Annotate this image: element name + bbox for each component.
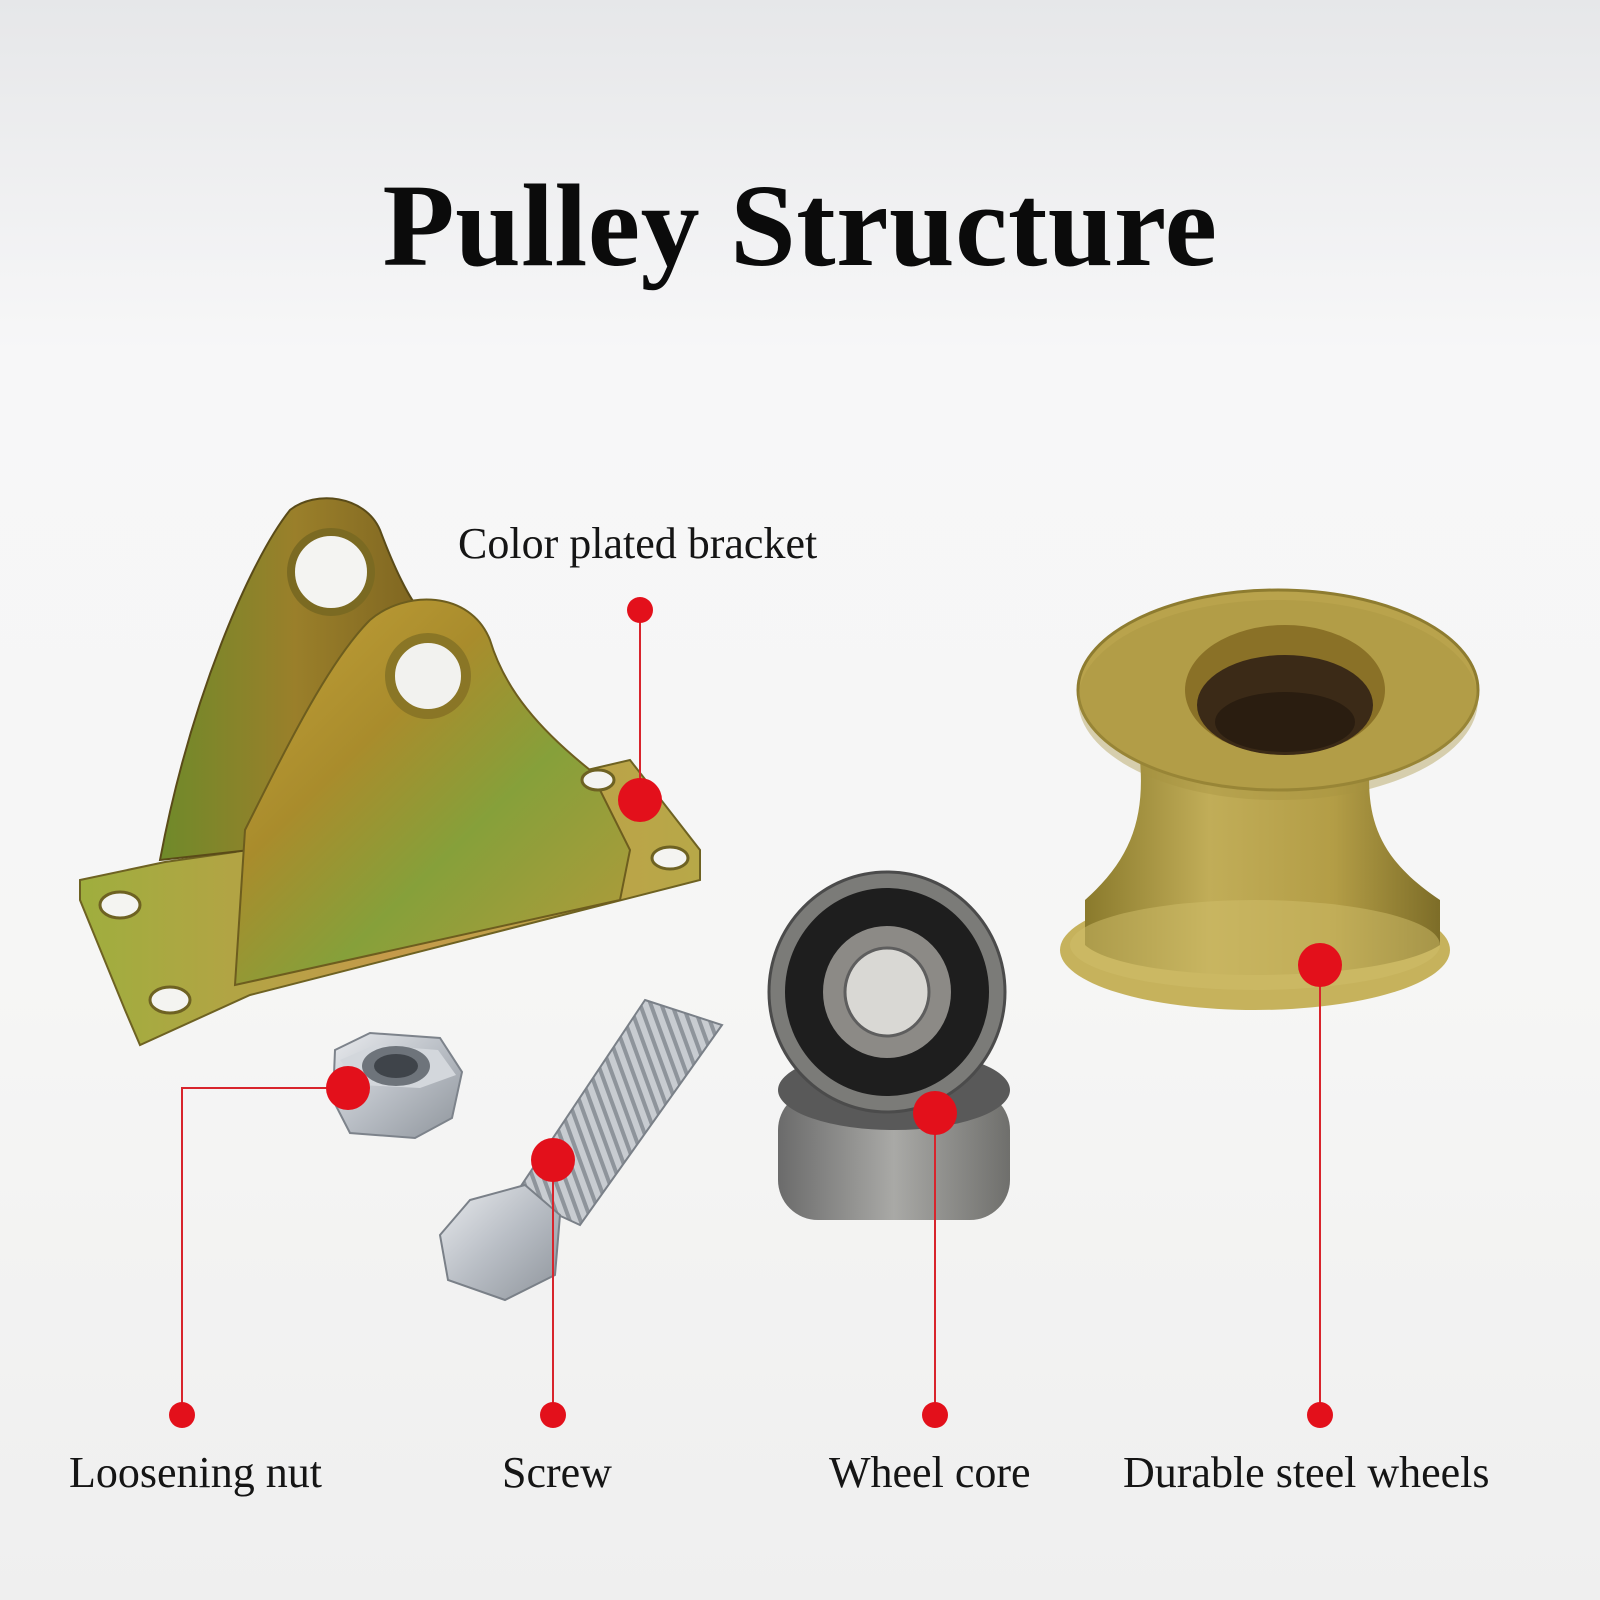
marker-dots [169, 597, 1342, 1428]
wheel-core-dot [913, 1091, 957, 1135]
nut-dot [326, 1066, 370, 1110]
bracket-dot [618, 778, 662, 822]
wheel-core-label-dot [922, 1402, 948, 1428]
wheel-core-illustration [767, 870, 1010, 1220]
label-wheel-core: Wheel core [829, 1448, 1031, 1497]
nut-leader-line [181, 1087, 348, 1415]
steel-wheel-dot [1298, 943, 1342, 987]
screw-label-dot [540, 1402, 566, 1428]
label-durable-steel-wheels: Durable steel wheels [1123, 1448, 1490, 1497]
nut-label-dot [169, 1402, 195, 1428]
steel-wheel-label-dot [1307, 1402, 1333, 1428]
leader-lines [181, 610, 1321, 1415]
bracket-illustration [79, 497, 701, 1047]
bracket-top-dot [627, 597, 653, 623]
screw-dot [531, 1138, 575, 1182]
nut-illustration [331, 1031, 464, 1140]
page-title: Pulley Structure [382, 160, 1218, 291]
label-screw: Screw [502, 1448, 612, 1497]
label-color-plated-bracket: Color plated bracket [458, 519, 818, 568]
label-loosening-nut: Loosening nut [69, 1448, 322, 1497]
steel-wheel-illustration [1060, 588, 1480, 1010]
screw-illustration [438, 998, 724, 1302]
